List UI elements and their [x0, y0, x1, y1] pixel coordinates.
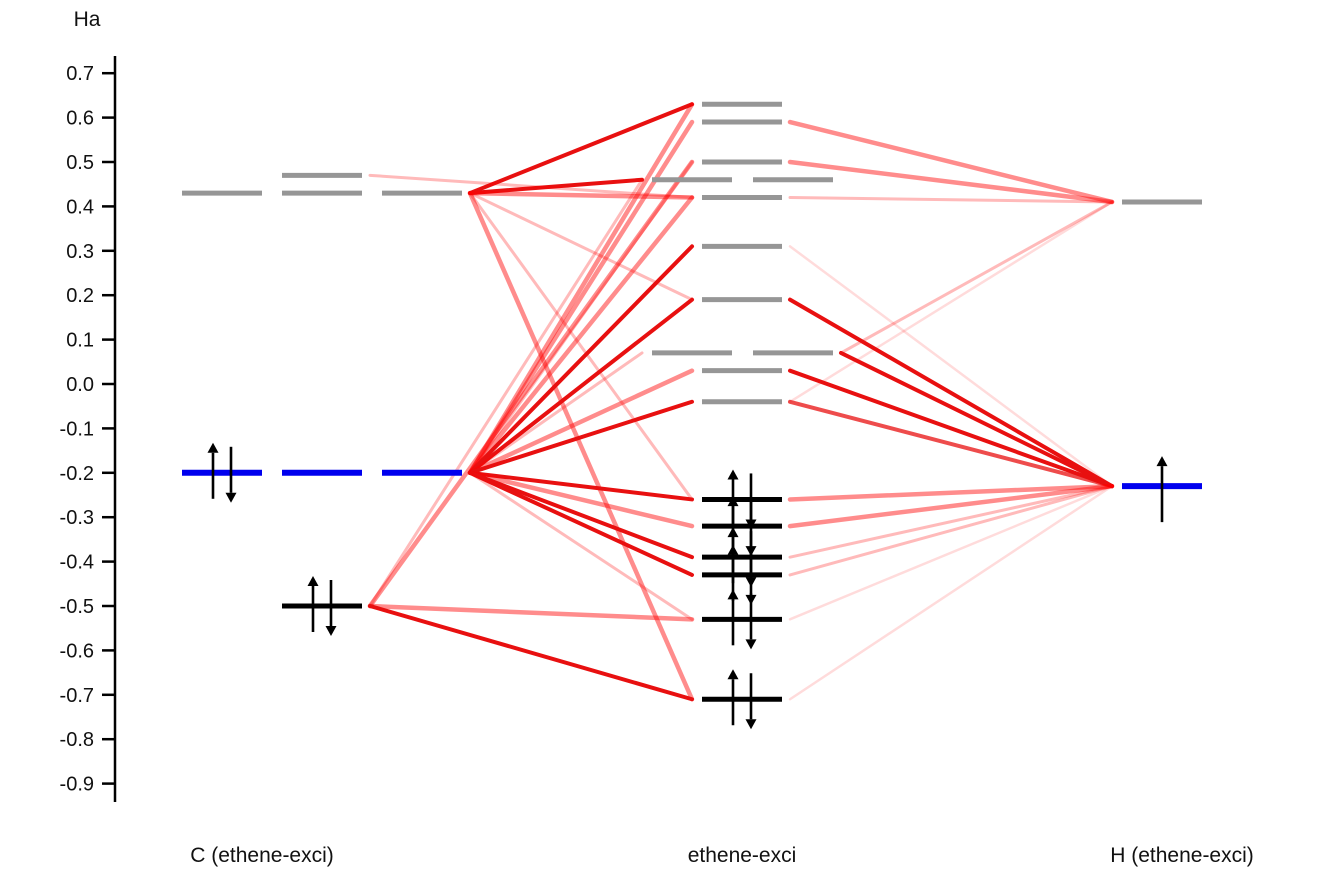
correlation-line [368, 178, 644, 608]
electron-up-arrowhead [1156, 456, 1168, 467]
y-axis-tick-label: -0.9 [60, 774, 94, 796]
correlation-line [467, 470, 695, 529]
correlation-line [787, 483, 1115, 502]
electron-up-arrowhead [727, 589, 739, 600]
y-axis-tick-label: -0.2 [60, 463, 94, 485]
electron-up-arrowhead [207, 442, 219, 453]
correlation-line [839, 350, 1114, 489]
correlation-line [788, 245, 1114, 488]
correlation-line [468, 102, 694, 196]
correlation-line [468, 244, 694, 475]
correlation-line [468, 470, 694, 560]
correlation-line [467, 190, 695, 702]
electron-down-arrowhead [745, 719, 757, 730]
correlation-line [468, 177, 644, 196]
correlation-line [788, 297, 1114, 489]
y-axis-tick-label: -0.3 [60, 507, 94, 529]
column-label-molecule: ethene-exci [688, 844, 797, 867]
electron-down-arrowhead [745, 639, 757, 650]
electron-down-arrowhead [225, 492, 237, 503]
column-label-h-atom: H (ethene-exci) [1110, 844, 1254, 867]
correlation-line [788, 484, 1114, 577]
electron-up-arrowhead [727, 469, 739, 480]
correlation-line [788, 200, 1114, 404]
correlation-line [788, 484, 1114, 559]
y-axis-tick-label: -0.5 [60, 596, 94, 618]
y-axis-tick-label: 0.7 [66, 63, 94, 85]
correlation-line [468, 399, 694, 475]
electron-up-arrowhead [307, 576, 319, 586]
electron-up-arrowhead [727, 669, 739, 680]
generated-diagram-content: 0.7 0.6 0.5 0.4 0.3 0.2 0.1 0.0 -0.1 -0.2 -0.3 -0.4… [60, 56, 1202, 802]
correlation-line [788, 484, 1114, 701]
correlation-line [468, 351, 644, 475]
column-label-c-atom: C (ethene-exci) [190, 844, 334, 867]
correlation-line [467, 195, 695, 476]
correlation-line [467, 190, 695, 200]
correlation-line [368, 604, 694, 702]
correlation-line [468, 470, 694, 577]
y-axis-tick-label: 0.5 [66, 152, 94, 174]
correlation-line [468, 471, 694, 621]
y-axis-tick-label: 0.6 [66, 108, 94, 130]
y-axis-tick-label: -0.1 [60, 418, 94, 440]
correlation-line [368, 173, 694, 200]
y-axis-tick-label: -0.7 [60, 685, 94, 707]
correlation-line [787, 483, 1115, 529]
correlation-line [468, 297, 694, 475]
correlation-line [787, 119, 1115, 205]
electron-up-arrowhead [727, 527, 739, 538]
correlation-line [367, 159, 695, 609]
correlation-line [468, 160, 694, 475]
correlation-line [467, 102, 695, 476]
correlation-line [788, 399, 1114, 489]
correlation-line [468, 470, 694, 502]
correlation-line [788, 368, 1114, 489]
correlation-line [367, 603, 695, 622]
electron-up-arrowhead [727, 496, 739, 507]
correlation-line [467, 368, 695, 476]
y-axis-tick-label: 0.2 [66, 285, 94, 307]
y-axis-unit-label: Ha [74, 8, 101, 31]
electron-down-arrowhead [325, 626, 337, 636]
y-axis-tick-label: 0.3 [66, 241, 94, 263]
y-axis-tick-label: 0.4 [66, 196, 94, 218]
correlation-line [787, 159, 1115, 205]
correlation-line [788, 484, 1114, 621]
y-axis-tick-label: 0.0 [66, 374, 94, 396]
y-axis-tick-label: 0.1 [66, 330, 94, 352]
correlation-line [788, 196, 1114, 204]
y-axis-tick-label: -0.8 [60, 729, 94, 751]
correlation-line [839, 200, 1114, 355]
y-axis-tick-label: -0.6 [60, 640, 94, 662]
y-axis-tick-label: -0.4 [60, 552, 94, 574]
electron-up-arrowhead [727, 544, 739, 555]
correlation-line [468, 191, 694, 501]
